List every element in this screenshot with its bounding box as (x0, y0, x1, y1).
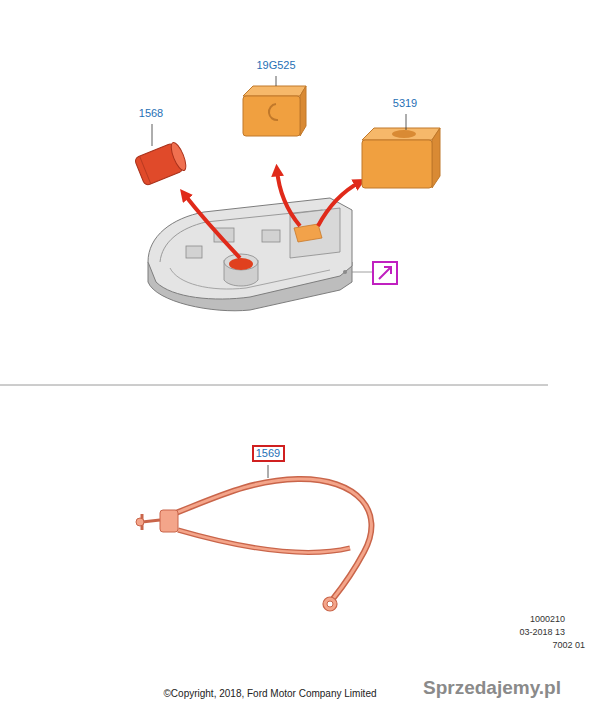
callout-box: 1569 (252, 445, 285, 462)
block-part (243, 86, 306, 136)
watermark: Sprzedajemy.pl (423, 678, 561, 699)
reference-number: 7002 01 (552, 641, 585, 651)
copyright-note: ©Copyright, 2018, Ford Motor Company Lim… (163, 688, 376, 699)
callout-number: 1568 (139, 107, 163, 119)
callout-number: 5319 (393, 97, 417, 109)
tray-housing (148, 198, 352, 311)
callout-number: 19G525 (256, 59, 295, 71)
block-part (362, 128, 440, 188)
leader-lines (152, 76, 406, 478)
removal-arrows (184, 170, 360, 258)
date-code: 03-2018 13 (519, 628, 565, 638)
callout-number: 1569 (256, 447, 280, 459)
view-symbol (352, 262, 397, 284)
hose-part (136, 479, 371, 611)
cylinder-part (134, 141, 189, 186)
reference-number: 1000210 (530, 615, 565, 625)
separator-line (0, 385, 548, 386)
